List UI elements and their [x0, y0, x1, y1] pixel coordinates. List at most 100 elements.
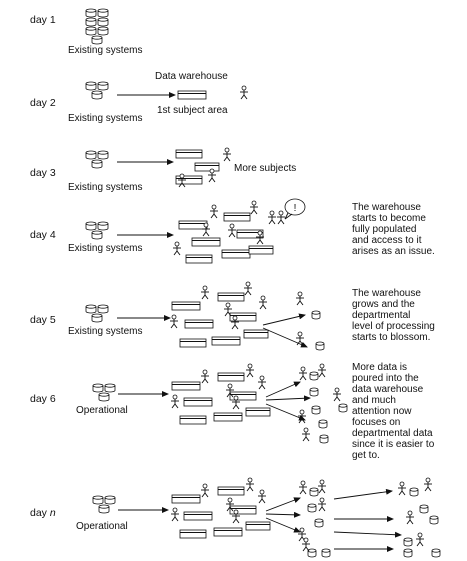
data-warehouse-box	[175, 175, 203, 185]
user-icon	[246, 477, 254, 492]
user-icon	[201, 369, 209, 384]
data-warehouse-label: Data warehouse	[155, 71, 228, 82]
data-warehouse-box	[179, 338, 207, 348]
flow-arrow	[333, 488, 393, 500]
user-icon	[171, 394, 179, 409]
data-warehouse-box	[175, 149, 203, 159]
flow-arrow	[265, 511, 301, 518]
user-icon	[201, 483, 209, 498]
data-warehouse-box	[221, 249, 251, 259]
data-warehouse-box	[229, 505, 257, 515]
user-icon	[178, 173, 186, 188]
user-icon	[171, 507, 179, 522]
user-icon	[256, 230, 264, 245]
user-icon	[208, 168, 216, 183]
day-5-systems-label: Existing systems	[68, 326, 142, 337]
user-icon	[224, 302, 232, 317]
user-icon	[244, 281, 252, 296]
exclamation-bubble: !	[284, 198, 306, 220]
data-mart-icon	[309, 387, 319, 397]
flow-arrow	[265, 403, 306, 421]
data-warehouse-box	[183, 511, 213, 521]
data-mart-icon	[307, 548, 317, 558]
user-icon	[318, 497, 326, 512]
data-warehouse-box	[178, 220, 208, 230]
user-icon	[277, 210, 285, 225]
data-warehouse-box	[245, 407, 271, 417]
data-mart-icon	[403, 537, 413, 547]
user-icon	[424, 477, 432, 492]
data-warehouse-box	[229, 391, 257, 401]
existing-systems-icon	[85, 304, 109, 323]
data-warehouse-box	[217, 292, 245, 302]
user-icon	[302, 427, 310, 442]
user-icon	[302, 537, 310, 552]
user-icon	[298, 409, 306, 424]
user-icon	[318, 363, 326, 378]
data-warehouse-box	[184, 319, 214, 329]
flow-arrow	[262, 313, 306, 326]
user-icon	[250, 200, 258, 215]
data-warehouse-box	[171, 381, 201, 391]
flow-arrow	[333, 531, 402, 538]
diagram-graphics	[85, 8, 441, 558]
user-icon	[416, 532, 424, 547]
day-4-label: day 4	[30, 229, 56, 241]
data-mart-icon	[403, 548, 413, 558]
data-warehouse-box	[179, 529, 207, 539]
first-subject-area-label: 1st subject area	[157, 105, 228, 116]
existing-systems-icon	[85, 150, 109, 169]
data-mart-icon	[311, 310, 321, 320]
day-n-systems-label: Operational	[76, 521, 128, 532]
data-mart-icon	[309, 487, 319, 497]
user-icon	[210, 204, 218, 219]
data-warehouse-box	[213, 527, 243, 537]
user-icon	[246, 363, 254, 378]
data-mart-icon	[318, 419, 328, 429]
day-4-systems-label: Existing systems	[68, 243, 142, 254]
data-warehouse-box	[179, 415, 207, 425]
day-5-note: The warehouse grows and the departmental…	[352, 288, 438, 343]
flow-arrow	[265, 497, 301, 512]
user-icon	[202, 222, 210, 237]
day-3-label: day 3	[30, 167, 56, 179]
user-icon	[259, 295, 267, 310]
user-icon	[258, 375, 266, 390]
user-icon	[296, 331, 304, 346]
user-icon	[226, 497, 234, 512]
user-icon	[240, 85, 248, 100]
data-warehouse-box	[229, 312, 257, 322]
day-5-label: day 5	[30, 314, 56, 326]
user-icon	[232, 395, 240, 410]
flow-arrow	[265, 517, 301, 533]
data-warehouse-box	[223, 212, 251, 222]
user-icon	[258, 489, 266, 504]
existing-systems-icon	[85, 81, 109, 100]
existing-systems-icon	[92, 383, 116, 402]
user-icon	[333, 387, 341, 402]
user-icon	[170, 314, 178, 329]
data-warehouse-box	[211, 336, 241, 346]
day-4-note: The warehouse starts to become fully pop…	[352, 202, 435, 257]
user-icon	[223, 147, 231, 162]
day-2-systems-label: Existing systems	[68, 113, 142, 124]
user-icon	[398, 481, 406, 496]
user-icon	[173, 241, 181, 256]
data-mart-icon	[319, 434, 329, 444]
user-icon	[232, 509, 240, 524]
data-mart-icon	[429, 515, 439, 525]
user-icon	[299, 480, 307, 495]
user-icon	[228, 223, 236, 238]
day-6-label: day 6	[30, 393, 56, 405]
data-mart-icon	[309, 371, 319, 381]
data-mart-icon	[311, 405, 321, 415]
data-warehouse-box	[213, 412, 243, 422]
user-icon	[226, 383, 234, 398]
existing-systems-icon	[85, 8, 109, 45]
day-1-label: day 1	[30, 14, 56, 26]
flow-arrow	[265, 395, 311, 402]
user-icon	[268, 210, 276, 225]
day-3-systems-label: Existing systems	[68, 182, 142, 193]
existing-systems-icon	[92, 495, 116, 514]
